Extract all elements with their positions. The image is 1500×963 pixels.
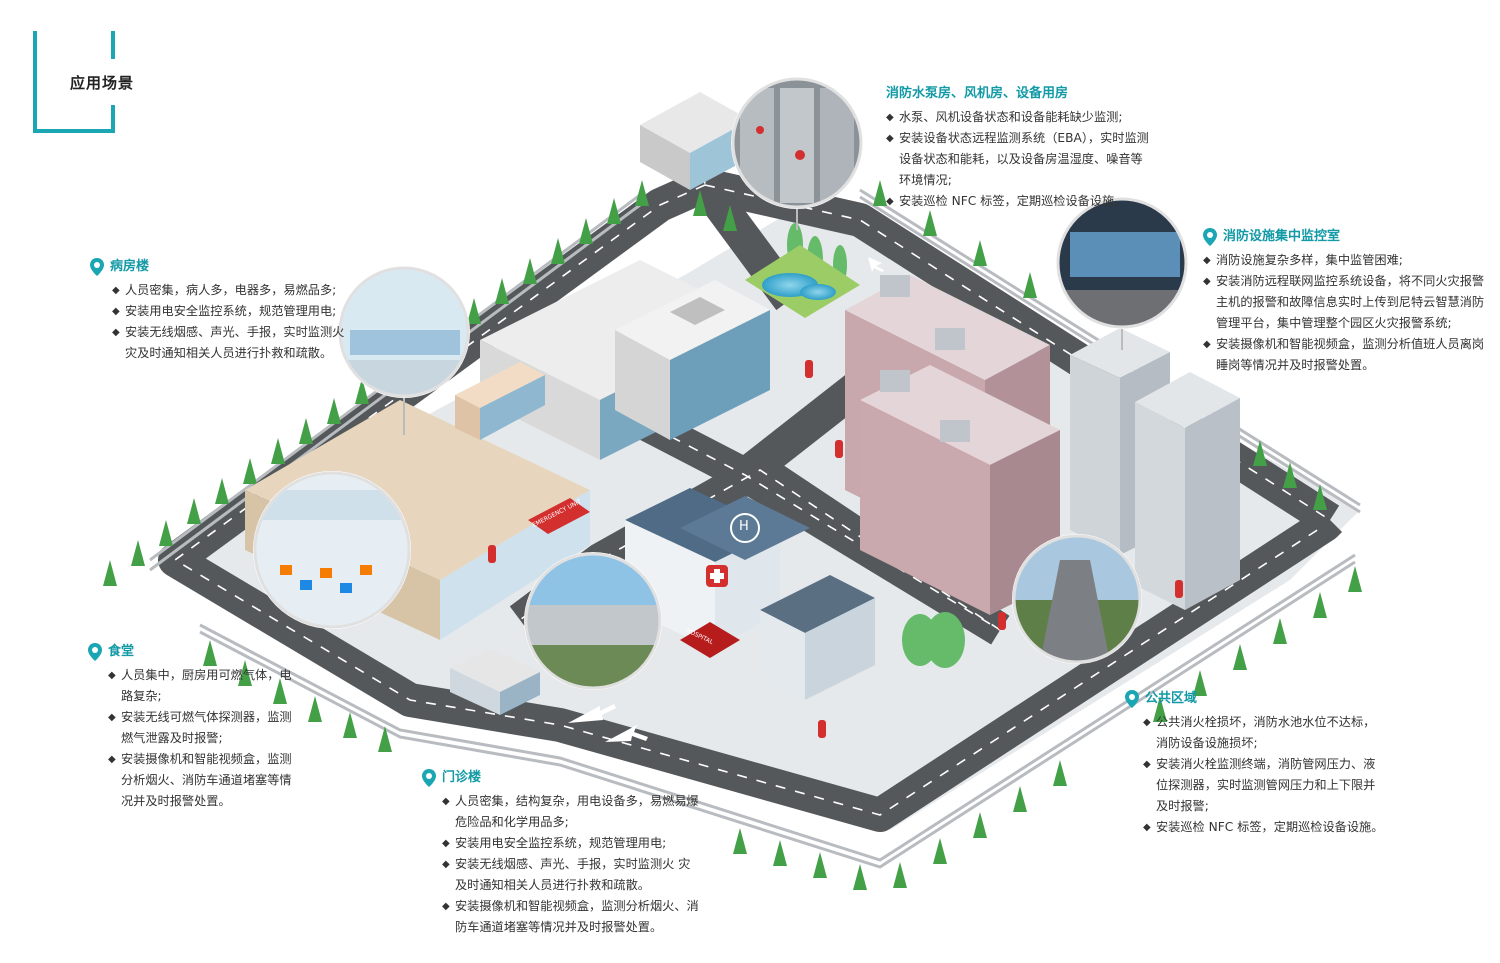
office-towers — [1070, 328, 1240, 610]
section-header: 门诊楼 — [422, 767, 700, 788]
list-item: 公共消火栓损坏，消防水池水位不达标，消防设备设施损坏; — [1143, 712, 1385, 754]
list-item: 安装无线可燃气体探测器，监测燃气泄露及时报警; — [108, 707, 300, 749]
photo-control-room — [1056, 197, 1188, 350]
section-header: 病房楼 — [90, 256, 352, 277]
list-item: 安装巡检 NFC 标签，定期巡检设备设施。 — [1143, 817, 1385, 838]
section-title: 公共区域 — [1145, 691, 1198, 706]
photo-ward — [338, 266, 470, 435]
list-item: 水泵、风机设备状态和设备能耗缺少监测; — [886, 107, 1151, 128]
item-list: 公共消火栓损坏，消防水池水位不达标，消防设备设施损坏; 安装消火栓监测终端，消防… — [1125, 712, 1385, 838]
item-list: 人员密集，结构复杂，用电设备多，易燃易爆危险品和化学用品多; 安装用电安全监控系… — [422, 791, 700, 938]
photo-outpatient — [524, 552, 662, 690]
list-item: 安装用电安全监控系统，规范管理用电; — [442, 833, 700, 854]
list-item: 安装消防远程联网监控系统设备，将不同火灾报警主机的报警和故障信息实时上传到尼特云… — [1203, 271, 1493, 334]
section-title: 食堂 — [108, 644, 135, 659]
section-outpatient: 门诊楼 人员密集，结构复杂，用电设备多，易燃易爆危险品和化学用品多; 安装用电安… — [422, 767, 700, 938]
garden-pond — [745, 245, 860, 318]
storage-building — [450, 648, 540, 715]
section-header: 消防水泵房、风机房、设备用房 — [886, 83, 1151, 104]
list-item: 安装消火栓监测终端，消防管网压力、液位探测器，实时监测管网压力和上下限并及时报警… — [1143, 754, 1385, 817]
list-item: 安装摄像机和智能视频盒，监测分析烟火、消防车通道堵塞等情况并及时报警处置。 — [108, 749, 300, 812]
trees — [103, 180, 1362, 890]
section-header: 食堂 — [88, 641, 300, 662]
list-item: 人员集中，厨房用可燃气体，电路复杂; — [108, 665, 300, 707]
location-pin-icon — [422, 768, 436, 787]
section-ward: 病房楼 人员密集，病人多，电器多，易燃品多; 安装用电安全监控系统，规范管理用电… — [90, 256, 352, 364]
section-public-area: 公共区域 公共消火栓损坏，消防水池水位不达标，消防设备设施损坏; 安装消火栓监测… — [1125, 688, 1385, 838]
item-list: 人员密集，病人多，电器多，易燃品多; 安装用电安全监控系统，规范管理用电; 安装… — [90, 280, 352, 364]
section-canteen: 食堂 人员集中，厨房用可燃气体，电路复杂; 安装无线可燃气体探测器，监测燃气泄露… — [88, 641, 300, 812]
list-item: 安装无线烟感、声光、手报，实时监测火 灾及时通知相关人员进行扑救和疏散。 — [442, 854, 700, 896]
list-item: 消防设施复杂多样，集中监管困难; — [1203, 250, 1493, 271]
pink-buildings — [845, 275, 1060, 615]
section-title: 消防设施集中监控室 — [1223, 229, 1341, 244]
list-item: 安装无线烟感、声光、手报，实时监测火灾及时通知相关人员进行扑救和疏散。 — [112, 322, 352, 364]
list-item: 人员密集，结构复杂，用电设备多，易燃易爆危险品和化学用品多; — [442, 791, 700, 833]
section-title: 门诊楼 — [442, 770, 482, 785]
photo-canteen — [253, 471, 411, 629]
section-title: 消防水泵房、风机房、设备用房 — [886, 86, 1069, 101]
item-list: 人员集中，厨房用可燃气体，电路复杂; 安装无线可燃气体探测器，监测燃气泄露及时报… — [88, 665, 300, 812]
section-header: 消防设施集中监控室 — [1203, 226, 1493, 247]
item-list: 水泵、风机设备状态和设备能耗缺少监测; 安装设备状态远程监测系统（EBA），实时… — [886, 107, 1151, 212]
list-item: 安装摄像机和智能视频盒，监测分析烟火、消防车通道堵塞等情况并及时报警处置。 — [442, 896, 700, 938]
list-item: 安装巡检 NFC 标签，定期巡检设备设施。 — [886, 191, 1151, 212]
fire-hydrant-icons — [488, 360, 1183, 738]
page-title: 应用场景 — [70, 74, 135, 92]
location-pin-icon — [90, 257, 104, 276]
location-pin-icon — [88, 642, 102, 661]
photo-pump-room — [731, 77, 863, 230]
location-pin-icon — [1125, 689, 1139, 708]
list-item: 人员密集，病人多，电器多，易燃品多; — [112, 280, 352, 301]
list-item: 安装摄像机和智能视频盒，监测分析值班人员离岗睡岗等情况并及时报警处置。 — [1203, 334, 1493, 376]
section-pump-room: 消防水泵房、风机房、设备用房 水泵、风机设备状态和设备能耗缺少监测; 安装设备状… — [886, 83, 1151, 212]
photo-public-area — [1012, 534, 1142, 664]
location-pin-icon — [1203, 227, 1217, 246]
section-title: 病房楼 — [110, 259, 150, 274]
road-arrow-icons — [568, 257, 884, 742]
section-control-room: 消防设施集中监控室 消防设施复杂多样，集中监管困难; 安装消防远程联网监控系统设… — [1203, 226, 1493, 376]
helipad-sign: H — [739, 519, 749, 534]
title-frame — [33, 31, 115, 133]
list-item: 安装用电安全监控系统，规范管理用电; — [112, 301, 352, 322]
item-list: 消防设施复杂多样，集中监管困难; 安装消防远程联网监控系统设备，将不同火灾报警主… — [1203, 250, 1493, 376]
section-header: 公共区域 — [1125, 688, 1385, 709]
list-item: 安装设备状态远程监测系统（EBA），实时监测设备状态和能耗，以及设备房温湿度、噪… — [886, 128, 1151, 191]
